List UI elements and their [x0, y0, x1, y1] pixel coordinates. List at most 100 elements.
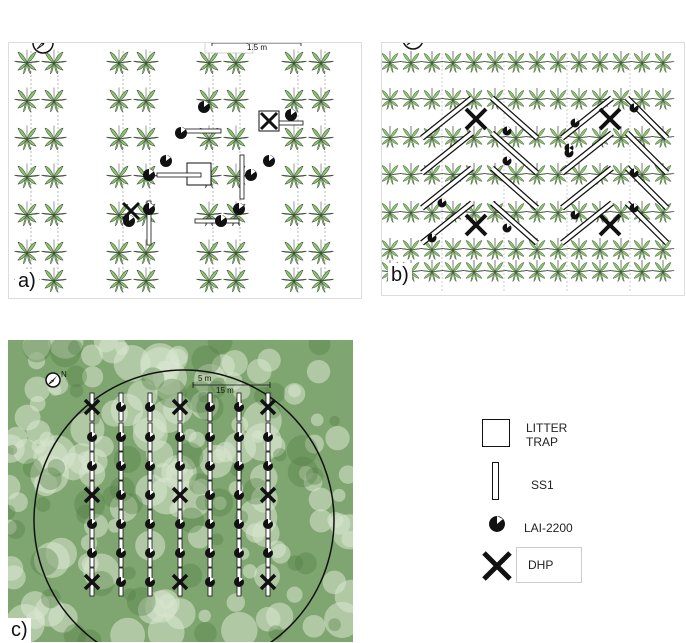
plant	[547, 88, 569, 110]
compass-icon	[46, 373, 60, 387]
plant	[631, 51, 653, 73]
panel-b-drawing: N1 m	[382, 43, 684, 295]
plant	[463, 238, 485, 260]
canopy-patch	[15, 405, 41, 431]
canopy-shadow	[23, 340, 52, 362]
plant	[400, 88, 422, 110]
canopy-patch	[327, 512, 343, 528]
canopy-patch	[243, 564, 257, 578]
canopy-shadow	[70, 384, 84, 398]
panel-a-label: a)	[15, 269, 39, 293]
canopy-patch	[333, 489, 346, 502]
plant	[442, 260, 464, 282]
canopy-patch	[339, 465, 353, 484]
plant	[526, 260, 548, 282]
panel-c-label: c)	[8, 618, 31, 642]
plant	[106, 50, 131, 74]
plant	[41, 202, 66, 226]
scale-large-label: 15 m	[216, 386, 234, 395]
lai-2200-marker	[175, 548, 185, 559]
plant	[382, 88, 401, 110]
plant	[14, 240, 39, 264]
canopy-patch	[252, 430, 265, 443]
lai-2200-marker	[571, 118, 580, 128]
canopy-patch	[325, 426, 349, 450]
plant	[281, 50, 306, 74]
plant	[308, 268, 333, 292]
scale-small-label: 5 m	[198, 374, 212, 383]
plant	[41, 88, 66, 112]
plant	[484, 260, 506, 282]
canopy-shadow	[309, 340, 331, 355]
plant	[281, 202, 306, 226]
plant	[400, 163, 422, 185]
plant	[106, 240, 131, 264]
lai-2200-marker	[145, 519, 155, 530]
canopy-shadow	[141, 367, 164, 390]
plant	[568, 260, 590, 282]
legend-dhp-label: DHP	[528, 558, 553, 572]
plant	[610, 51, 632, 73]
plant	[281, 240, 306, 264]
plant	[196, 240, 221, 264]
plant	[14, 202, 39, 226]
plant	[610, 238, 632, 260]
plant	[382, 51, 401, 73]
panel-c: N15 m5 m c)	[8, 340, 353, 642]
canopy-patch	[309, 488, 333, 512]
plant	[547, 51, 569, 73]
canopy-patch	[307, 360, 330, 383]
plant	[382, 163, 401, 185]
legend-lai-label: LAI-2200	[524, 521, 573, 535]
panel-c-drawing: N15 m5 m	[8, 340, 353, 642]
lai-2200-marker	[285, 109, 297, 122]
plant	[568, 238, 590, 260]
ss1-sensor	[157, 173, 201, 177]
plant	[223, 164, 248, 188]
plant	[223, 268, 248, 292]
plant	[14, 126, 39, 150]
lai-2200-marker	[438, 198, 447, 208]
lai-2200-icon	[482, 511, 512, 541]
canopy-shadow	[273, 448, 286, 461]
ss1-sensor-icon	[492, 462, 499, 500]
lai-2200-marker	[263, 155, 275, 168]
plant	[14, 164, 39, 188]
canopy-shadow	[68, 340, 83, 355]
legend-litter-trap: LITTER TRAP	[476, 417, 676, 453]
plant	[281, 164, 306, 188]
litter-trap-icon	[482, 419, 510, 447]
canopy-patch	[184, 429, 197, 442]
canopy-patch	[159, 594, 174, 609]
lai-2200-marker	[143, 203, 155, 216]
plant	[652, 51, 674, 73]
plant	[106, 88, 131, 112]
plant	[133, 240, 158, 264]
canopy-patch	[311, 414, 324, 427]
plant	[652, 260, 674, 282]
plant	[382, 238, 401, 260]
plant	[526, 51, 548, 73]
canopy-patch	[227, 593, 245, 611]
lai-2200-marker	[215, 215, 227, 228]
plant	[106, 164, 131, 188]
canopy-patch	[258, 349, 281, 372]
canopy-shadow	[328, 618, 341, 631]
plant	[421, 51, 443, 73]
plant	[14, 88, 39, 112]
plant	[133, 50, 158, 74]
canopy-shadow	[123, 566, 136, 579]
canopy-shadow	[288, 555, 304, 571]
plant	[14, 50, 39, 74]
plant	[505, 238, 527, 260]
canopy-patch	[39, 432, 54, 447]
legend: LITTER TRAP SS1 LAI-2200 DHP	[476, 407, 686, 607]
canopy-shadow	[8, 520, 25, 539]
canopy-patch	[110, 618, 145, 642]
legend-ss1-label: SS1	[531, 478, 554, 492]
plant	[133, 88, 158, 112]
plant	[400, 51, 422, 73]
plant	[382, 201, 401, 223]
plant	[589, 51, 611, 73]
lai-2200-marker	[175, 127, 187, 140]
